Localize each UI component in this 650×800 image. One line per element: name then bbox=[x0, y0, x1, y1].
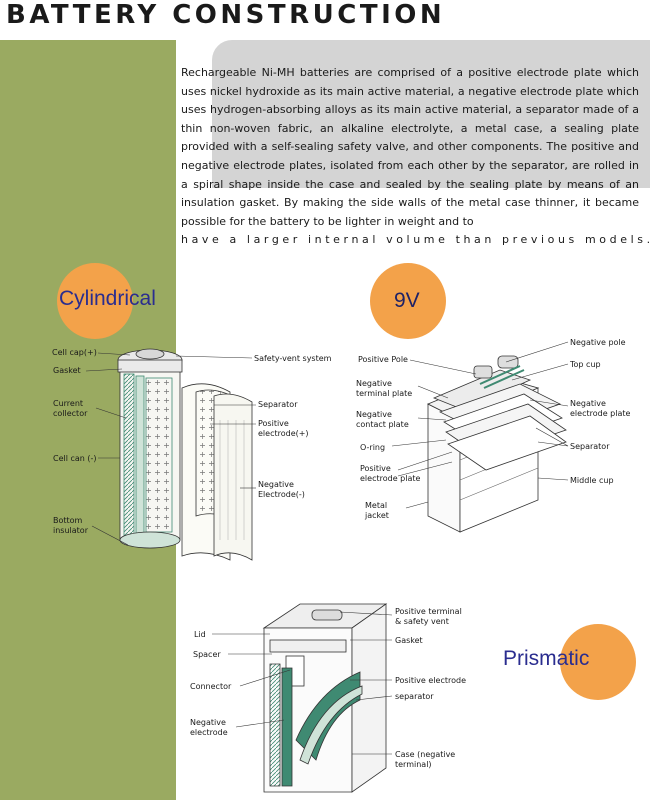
label-positive-electrode-cyl: Positive electrode(+) bbox=[258, 419, 309, 438]
label-top-cup: Top cup bbox=[570, 360, 601, 370]
negative-pole bbox=[498, 356, 518, 368]
label-separator-9v: Separator bbox=[570, 442, 610, 452]
label-current-collector: Current collector bbox=[53, 399, 87, 418]
label-case: Case (negative terminal) bbox=[395, 750, 455, 769]
label-negative-electrode-plate: Negative electrode plate bbox=[570, 399, 630, 418]
cylindrical-title: Cylindrical bbox=[59, 287, 156, 311]
label-connector: Connector bbox=[190, 682, 231, 692]
spacer bbox=[270, 640, 346, 652]
label-o-ring: O-ring bbox=[360, 443, 385, 453]
label-metal-jacket: Metal jacket bbox=[365, 501, 389, 520]
prismatic-title: Prismatic bbox=[503, 647, 589, 671]
nine-volt-title: 9V bbox=[394, 289, 420, 313]
cylindrical-cell-illustration bbox=[118, 349, 252, 560]
negative-electrode-layers bbox=[270, 664, 280, 786]
label-lid: Lid bbox=[194, 630, 206, 640]
label-spacer: Spacer bbox=[193, 650, 221, 660]
label-gasket-cyl: Gasket bbox=[53, 366, 81, 376]
label-negative-pole: Negative pole bbox=[570, 338, 626, 348]
label-cell-can: Cell can (-) bbox=[53, 454, 97, 464]
label-gasket-pri: Gasket bbox=[395, 636, 423, 646]
label-safety-vent: Safety-vent system bbox=[254, 354, 331, 364]
label-bottom-insulator: Bottom insulator bbox=[53, 516, 88, 535]
positive-pole bbox=[474, 366, 492, 378]
label-negative-electrode-pri: Negative electrode bbox=[190, 718, 228, 737]
nine-volt-battery-illustration bbox=[428, 356, 566, 532]
label-positive-terminal: Positive terminal & safety vent bbox=[395, 607, 462, 626]
negative-electrode-sheet bbox=[214, 394, 252, 560]
prismatic-cell-illustration bbox=[264, 604, 386, 792]
label-negative-contact-plate: Negative contact plate bbox=[356, 410, 409, 429]
label-positive-pole: Positive Pole bbox=[358, 355, 408, 365]
label-separator-cyl: Separator bbox=[258, 400, 298, 410]
label-positive-electrode-plate: Positive electrode plate bbox=[360, 464, 420, 483]
label-negative-electrode-cyl: Negative Electrode(-) bbox=[258, 480, 305, 499]
label-separator-pri: separator bbox=[395, 692, 434, 702]
label-negative-terminal-plate: Negative terminal plate bbox=[356, 379, 412, 398]
label-cell-cap: Cell cap(+) bbox=[52, 348, 97, 358]
label-positive-electrode-pri: Positive electrode bbox=[395, 676, 466, 686]
label-middle-cup: Middle cup bbox=[570, 476, 614, 486]
